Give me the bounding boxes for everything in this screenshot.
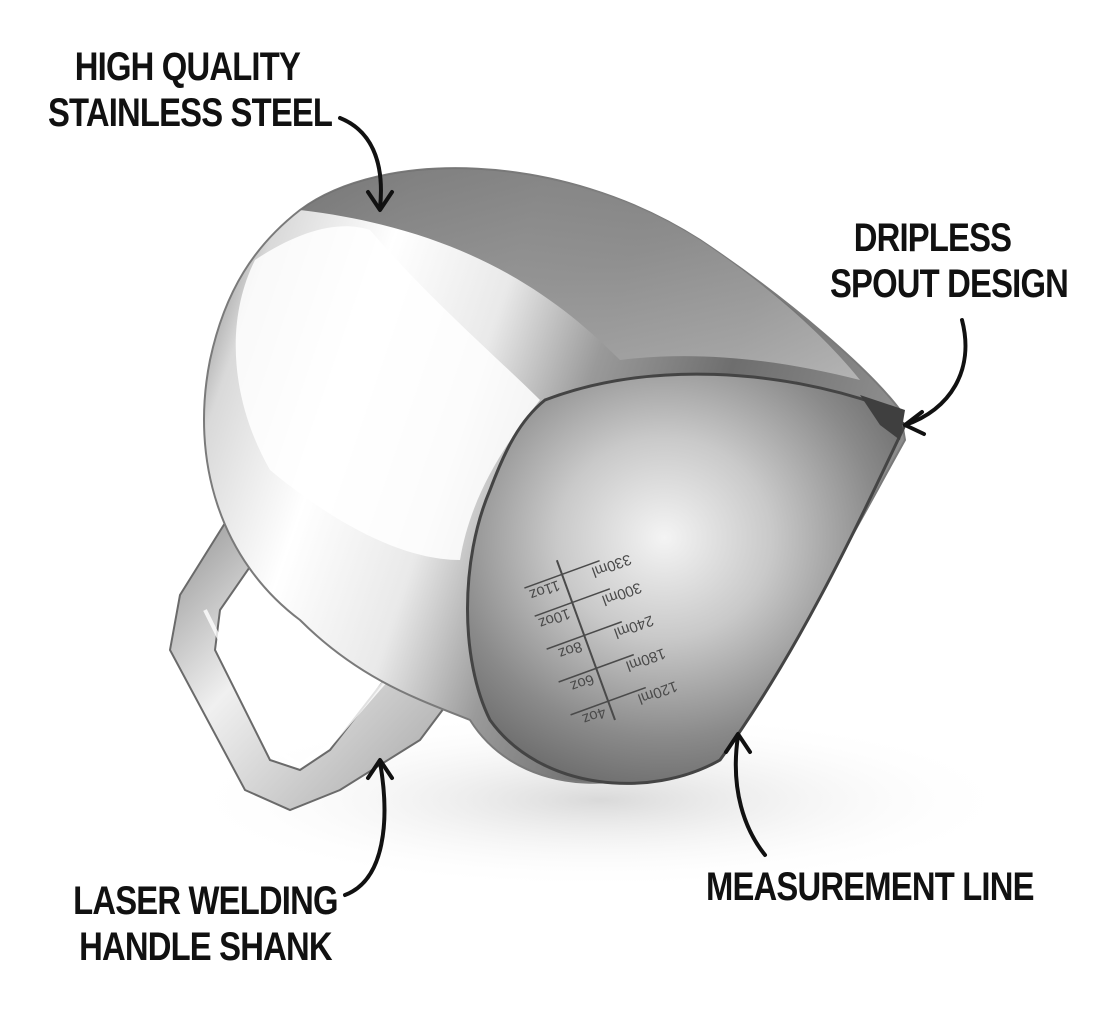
callout-measurement-line: MEASUREMENT LINE (706, 864, 1050, 910)
arrow-steel-head (366, 190, 394, 212)
callout-line: DRIPLESS (853, 216, 1012, 260)
spout (860, 395, 905, 440)
arrow-handle-head (366, 758, 394, 780)
arrow-spout (903, 318, 968, 427)
callout-line: MEASUREMENT LINE (706, 865, 1034, 909)
arrow-spout-head (903, 410, 926, 436)
arrow-measure (733, 734, 767, 857)
callout-arrows (338, 116, 968, 897)
callout-line: STAINLESS STEEL (48, 91, 333, 135)
callout-stainless-steel: HIGH QUALITY STAINLESS STEEL (48, 44, 333, 136)
callout-line: HIGH QUALITY (74, 45, 301, 89)
callout-line: SPOUT DESIGN (830, 262, 1069, 306)
arrow-handle (343, 760, 387, 897)
callout-laser-welding-handle: LASER WELDING HANDLE SHANK (66, 878, 345, 970)
arrow-steel (338, 116, 383, 210)
pitcher-opening (466, 372, 907, 785)
callout-line: HANDLE SHANK (79, 925, 332, 969)
callout-line: LASER WELDING (73, 879, 338, 923)
arrow-measure-head (724, 732, 752, 754)
callout-dripless-spout: DRIPLESS SPOUT DESIGN (830, 215, 1069, 307)
